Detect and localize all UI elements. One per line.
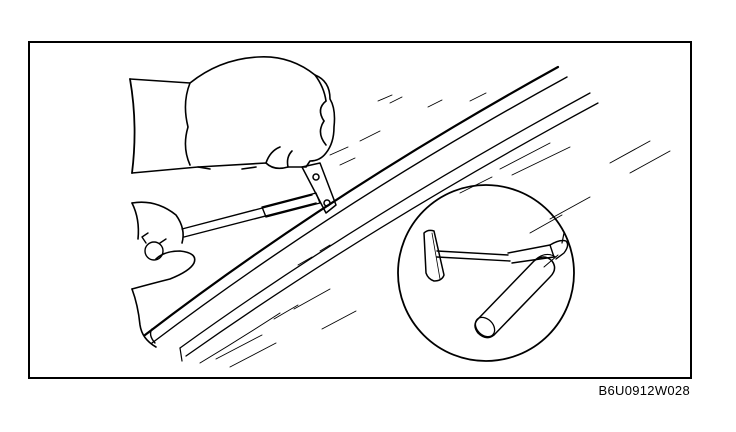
windshield-glass (143, 65, 599, 364)
windshield-removal-illustration (129, 56, 671, 368)
figure-code-label: B6U0912W028 (598, 383, 690, 398)
removal-tool-icon (141, 192, 321, 261)
glass-reflection-lines (215, 92, 671, 368)
second-hand-icon (131, 201, 196, 348)
illustration-frame (28, 41, 692, 379)
hand-icon (129, 56, 336, 174)
tool-detail-icon (397, 184, 575, 362)
